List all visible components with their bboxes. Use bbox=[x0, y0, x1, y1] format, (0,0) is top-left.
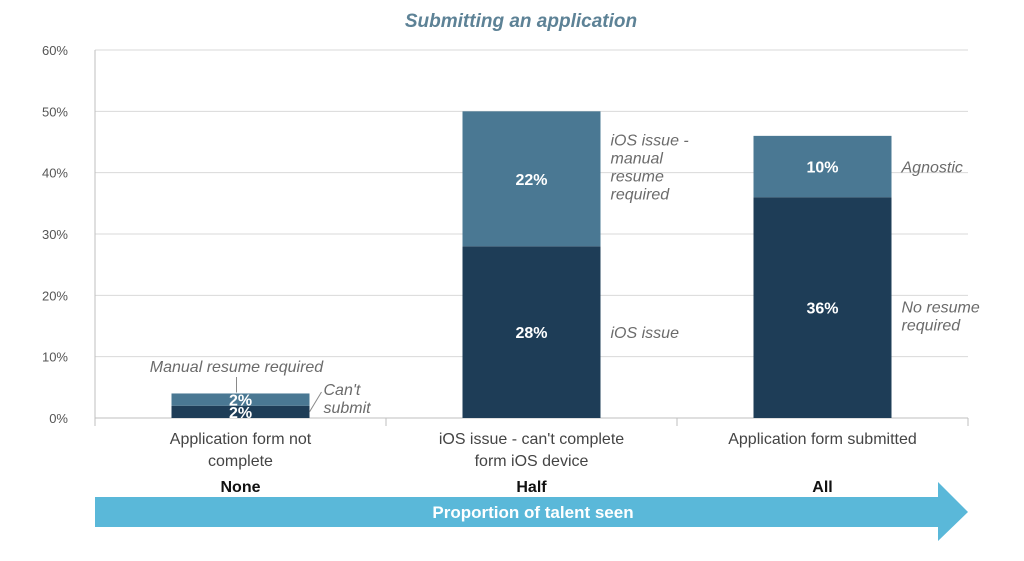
y-axis-ticks: 0% 10% 20% 30% 40% 50% 60% bbox=[42, 43, 68, 426]
bars bbox=[171, 111, 892, 418]
proportion-label: None bbox=[221, 479, 261, 496]
y-tick-label: 30% bbox=[42, 227, 68, 242]
annotation-bottom: required bbox=[902, 318, 962, 335]
y-tick-label: 40% bbox=[42, 166, 68, 181]
bar-segment-bottom bbox=[462, 246, 601, 418]
bar-segment-top bbox=[462, 111, 601, 247]
annotation-bottom: iOS issue bbox=[611, 325, 680, 342]
annotation-top: resume bbox=[611, 168, 664, 185]
bar-value-label: 10% bbox=[806, 160, 838, 177]
x-category-label: form iOS device bbox=[475, 453, 589, 470]
y-tick-label: 60% bbox=[42, 43, 68, 58]
bar-segment-bottom bbox=[753, 197, 892, 418]
annotation-top: Manual resume required bbox=[150, 359, 325, 376]
arrow-label: Proportion of talent seen bbox=[432, 503, 633, 522]
annotation-bottom: Can't bbox=[324, 382, 361, 399]
x-category-label: complete bbox=[208, 453, 273, 470]
annotation-top: Agnostic bbox=[901, 160, 963, 177]
bar-value-label: 22% bbox=[515, 172, 547, 189]
annotation-bottom: No resume bbox=[902, 300, 980, 317]
bar-segment-top bbox=[171, 393, 310, 406]
bar-value-label: 2% bbox=[229, 405, 252, 422]
annotation-top: manual bbox=[611, 150, 664, 167]
bar-segment-top bbox=[753, 135, 892, 198]
annotation-connector bbox=[309, 391, 322, 413]
x-category-label: iOS issue - can't complete bbox=[439, 431, 624, 448]
x-category-label: Application form not bbox=[170, 431, 312, 448]
annotation-bottom: submit bbox=[324, 400, 372, 417]
y-tick-label: 0% bbox=[49, 411, 68, 426]
bar-value-label: 36% bbox=[806, 301, 838, 318]
proportion-label: All bbox=[812, 479, 832, 496]
bar-segment-bottom bbox=[171, 405, 310, 418]
y-tick-label: 50% bbox=[42, 104, 68, 119]
bar-value-label: 28% bbox=[515, 325, 547, 342]
proportion-arrow: Proportion of talent seen bbox=[95, 482, 968, 541]
value-labels: 2%2% 28% 22% 36% 10% bbox=[229, 160, 839, 422]
y-tick-label: 20% bbox=[42, 288, 68, 303]
chart-title: Submitting an application bbox=[405, 11, 637, 32]
y-tick-label: 10% bbox=[42, 350, 68, 365]
proportion-label: Half bbox=[516, 479, 547, 496]
bar-value-label: 2% bbox=[229, 393, 252, 410]
annotation-top: iOS issue - bbox=[611, 132, 689, 149]
annotation-top: required bbox=[611, 186, 671, 203]
arrow-shape bbox=[95, 482, 968, 541]
x-category-label: Application form submitted bbox=[728, 431, 917, 448]
